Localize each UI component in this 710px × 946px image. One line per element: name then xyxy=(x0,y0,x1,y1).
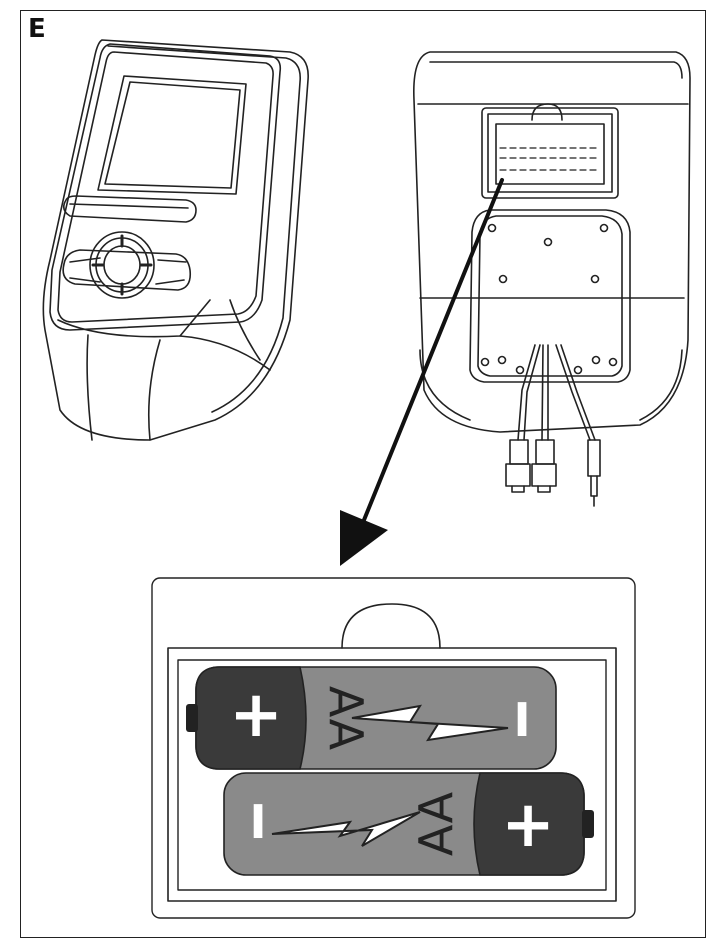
battery-top-plus-label: + xyxy=(229,678,283,752)
battery-bottom xyxy=(223,772,594,876)
battery-top xyxy=(186,666,557,770)
step-label: E xyxy=(28,14,46,44)
display-unit-front xyxy=(42,39,309,441)
battery-top-type-label: AA xyxy=(319,686,373,751)
arrow-head xyxy=(340,510,388,566)
insertion-arrow xyxy=(362,178,504,522)
battery-compartment-detail xyxy=(151,577,636,919)
figure-frame xyxy=(20,10,706,938)
battery-top-minus-label: I xyxy=(513,693,530,747)
display-unit-back xyxy=(413,51,691,507)
battery-bottom-type-label: AA xyxy=(409,791,463,856)
battery-bottom-plus-label: + xyxy=(501,788,555,862)
battery-bottom-minus-label: I xyxy=(249,795,266,849)
